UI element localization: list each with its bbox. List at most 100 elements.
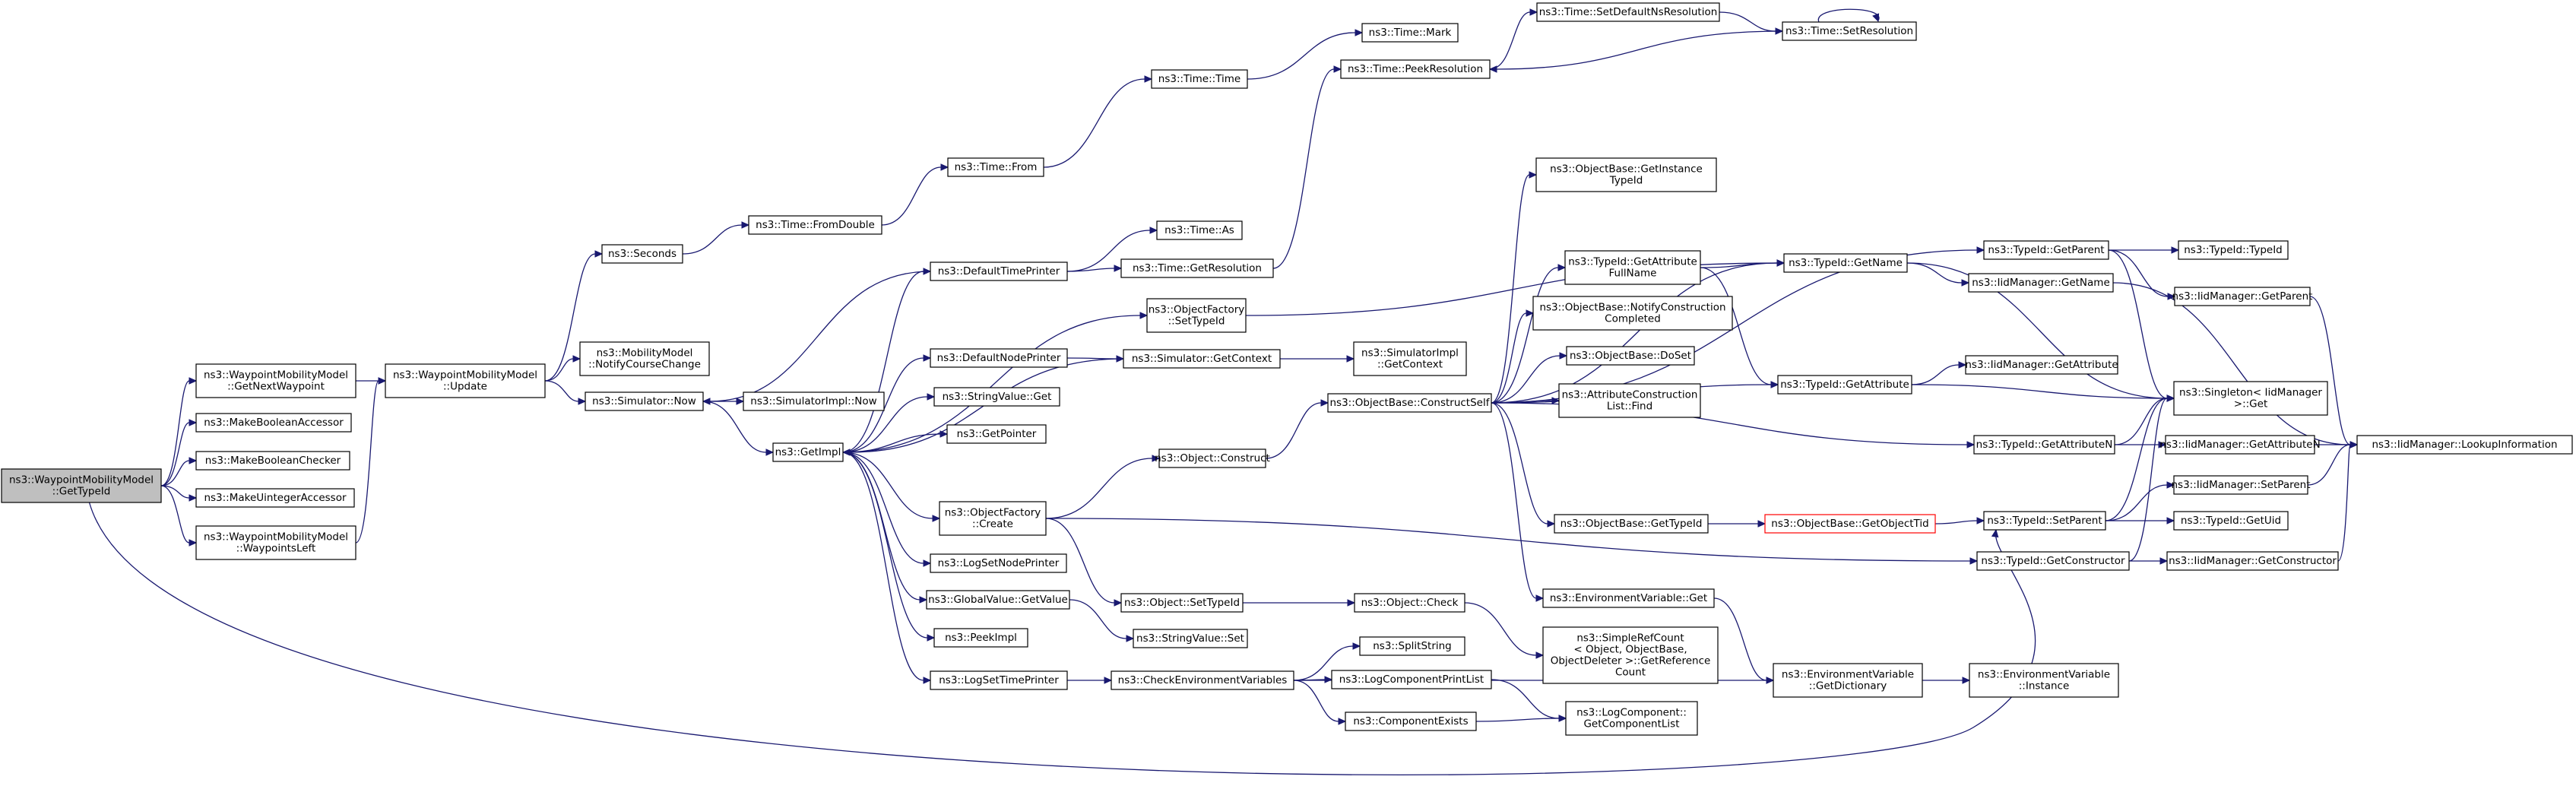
node-typeid-getparent[interactable]: ns3::TypeId::GetParent [1983, 240, 2109, 260]
node-comp-exists[interactable]: ns3::ComponentExists [1345, 712, 1477, 731]
node-mark[interactable]: ns3::Time::Mark [1361, 23, 1459, 43]
node-set-res[interactable]: ns3::Time::SetResolution [1782, 21, 1917, 41]
node-make-uint-acc[interactable]: ns3::MakeUintegerAccessor [195, 488, 355, 508]
node-iid-getattr[interactable]: ns3::IidManager::GetAttribute [1965, 355, 2118, 375]
node-box [2165, 435, 2315, 455]
node-wmm-getnext[interactable]: ns3::WaypointMobilityModel::GetNextWaypo… [195, 363, 356, 398]
node-typeid-getuid[interactable]: ns3::TypeId::GetUid [2173, 511, 2289, 531]
edge-set_res-to-peek_res [1488, 30, 1783, 73]
node-iid-getname[interactable]: ns3::IidManager::GetName [1968, 273, 2114, 293]
node-iid-getattrn[interactable]: ns3::IidManager::GetAttributeN [2159, 435, 2321, 455]
node-label: GetComponentList [1583, 718, 1679, 731]
node-ob-notify[interactable]: ns3::ObjectBase::NotifyConstructionCompl… [1532, 296, 1733, 331]
node-simple-refcount[interactable]: ns3::SimpleRefCount< Object, ObjectBase,… [1542, 626, 1719, 684]
node-label: ns3::Time::Time [1158, 73, 1240, 85]
node-typeid-getctor[interactable]: ns3::TypeId::GetConstructor [1976, 551, 2130, 571]
node-ob-constructself[interactable]: ns3::ObjectBase::ConstructSelf [1327, 393, 1492, 413]
node-fromdouble[interactable]: ns3::Time::FromDouble [748, 215, 882, 235]
node-log-set-node[interactable]: ns3::LogSetNodePrinter [930, 553, 1067, 573]
node-box [1535, 157, 1717, 192]
edge-root-to-wmm_getnext [160, 377, 198, 486]
node-box [1777, 375, 1912, 395]
node-box [1965, 355, 2118, 375]
node-singleton-get[interactable]: ns3::Singleton< IidManager >::Get [2173, 381, 2328, 416]
node-set-default-ns[interactable]: ns3::Time::SetDefaultNsResolution [1536, 2, 1720, 22]
node-wmm-left[interactable]: ns3::WaypointMobilityModel::WaypointsLef… [195, 525, 356, 560]
node-box [385, 363, 546, 398]
node-env-getdict[interactable]: ns3::EnvironmentVariable::GetDictionary [1773, 663, 1923, 698]
node-label: ns3::Object::Check [1361, 597, 1459, 609]
node-gv-getvalue[interactable]: ns3::GlobalValue::GetValue [926, 590, 1070, 610]
node-object-construct[interactable]: ns3::Object::Construct [1155, 448, 1270, 468]
node-def-node-printer[interactable]: ns3::DefaultNodePrinter [930, 348, 1068, 368]
node-typeid-getname[interactable]: ns3::TypeId::GetName [1783, 253, 1908, 273]
node-simimpl-now[interactable]: ns3::SimulatorImpl::Now [743, 391, 885, 411]
node-as[interactable]: ns3::Time::As [1156, 220, 1243, 240]
node-env-instance[interactable]: ns3::EnvironmentVariable::Instance [1969, 663, 2119, 698]
node-box [930, 261, 1068, 281]
node-box [1773, 663, 1923, 698]
node-stringvalue-set[interactable]: ns3::StringValue::Set [1133, 629, 1248, 648]
node-iid-getparent[interactable]: ns3::IidManager::GetParent [2172, 287, 2313, 306]
node-log-comp-list[interactable]: ns3::LogComponent::GetComponentList [1565, 701, 1698, 736]
node-sim-getcontext[interactable]: ns3::Simulator::GetContext [1123, 349, 1281, 369]
node-env-get[interactable]: ns3::EnvironmentVariable::Get [1542, 588, 1715, 608]
node-iid-lookup[interactable]: ns3::IidManager::LookupInformation [2356, 435, 2573, 455]
edge-seconds-to-fromdouble [682, 221, 750, 255]
node-label: ns3::WaypointMobilityModel [204, 369, 348, 382]
node-typeid-getattrn[interactable]: ns3::TypeId::GetAttributeN [1973, 435, 2115, 455]
edge-ob_getobjecttid-to-typeid_setparent [1934, 517, 1985, 525]
node-make-bool-acc[interactable]: ns3::MakeBooleanAccessor [195, 413, 352, 433]
node-seconds[interactable]: ns3::Seconds [601, 244, 683, 264]
node-time[interactable]: ns3::Time::Time [1151, 69, 1248, 89]
edge-typeid_getctor-to-iid_getctor [2129, 557, 2169, 565]
node-log-comp-print[interactable]: ns3::LogComponentPrintList [1331, 670, 1492, 689]
node-box [1782, 21, 1917, 41]
node-check-env[interactable]: ns3::CheckEnvironmentVariables [1111, 670, 1294, 690]
node-label: ns3::GetImpl [775, 446, 841, 458]
node-peekimpl[interactable]: ns3::PeekImpl [933, 628, 1028, 648]
node-getimpl[interactable]: ns3::GetImpl [772, 442, 844, 462]
node-label: ns3::DefaultTimePrinter [938, 265, 1060, 277]
node-root[interactable]: ns3::WaypointMobilityModel::GetTypeId [1, 468, 162, 503]
node-splitstring[interactable]: ns3::SplitString [1359, 636, 1465, 656]
node-box [1983, 240, 2109, 260]
node-of-create[interactable]: ns3::ObjectFactory::Create [939, 501, 1047, 536]
node-peek-res[interactable]: ns3::Time::PeekResolution [1340, 59, 1491, 79]
node-sim-now[interactable]: ns3::Simulator::Now [585, 391, 704, 411]
node-label: ns3::DefaultNodePrinter [937, 352, 1061, 364]
node-ob-getobjecttid[interactable]: ns3::ObjectBase::GetObjectTid [1764, 514, 1936, 534]
node-get-res[interactable]: ns3::Time::GetResolution [1120, 258, 1274, 278]
node-label: ns3::Time::As [1164, 224, 1234, 236]
node-stringvalue-get[interactable]: ns3::StringValue::Get [933, 387, 1060, 407]
node-box [1120, 593, 1244, 613]
node-simimpl-getcontext[interactable]: ns3::SimulatorImpl::GetContext [1353, 341, 1467, 376]
node-def-time-printer[interactable]: ns3::DefaultTimePrinter [930, 261, 1068, 281]
node-iid-getctor[interactable]: ns3::IidManager::GetConstructor [2166, 551, 2339, 571]
edge-typeid_getattrfull-to-typeid_getattr [1700, 267, 1779, 388]
node-label: ns3::Time::Mark [1369, 27, 1452, 39]
node-from[interactable]: ns3::Time::From [947, 157, 1044, 177]
node-getpointer[interactable]: ns3::GetPointer [946, 424, 1047, 444]
node-label: ns3::Time::GetResolution [1133, 262, 1262, 274]
node-ob-doset[interactable]: ns3::ObjectBase::DoSet [1566, 346, 1695, 366]
node-label: ns3::Seconds [608, 248, 676, 260]
node-wmm-update[interactable]: ns3::WaypointMobilityModel::Update [385, 363, 546, 398]
node-notify-course[interactable]: ns3::MobilityModel::NotifyCourseChange [579, 341, 710, 376]
node-typeid-typeid[interactable]: ns3::TypeId::TypeId [2178, 240, 2289, 260]
node-box [933, 628, 1028, 648]
node-iid-setparent[interactable]: ns3::IidManager::SetParent [2172, 475, 2311, 495]
node-obj-settypeid[interactable]: ns3::Object::SetTypeId [1120, 593, 1244, 613]
node-of-settypeid[interactable]: ns3::ObjectFactory::SetTypeId [1146, 298, 1247, 333]
edge-typeid_getattrn-to-iid_getattrn [2115, 441, 2167, 448]
node-obj-check[interactable]: ns3::Object::Check [1354, 593, 1465, 613]
node-make-bool-chk[interactable]: ns3::MakeBooleanChecker [195, 451, 350, 471]
node-box [1532, 296, 1733, 331]
node-typeid-setparent[interactable]: ns3::TypeId::SetParent [1983, 511, 2106, 531]
node-ob-gettypeid[interactable]: ns3::ObjectBase::GetTypeId [1554, 514, 1709, 534]
node-log-set-time[interactable]: ns3::LogSetTimePrinter [930, 670, 1068, 690]
node-typeid-getattr[interactable]: ns3::TypeId::GetAttribute [1777, 375, 1912, 395]
